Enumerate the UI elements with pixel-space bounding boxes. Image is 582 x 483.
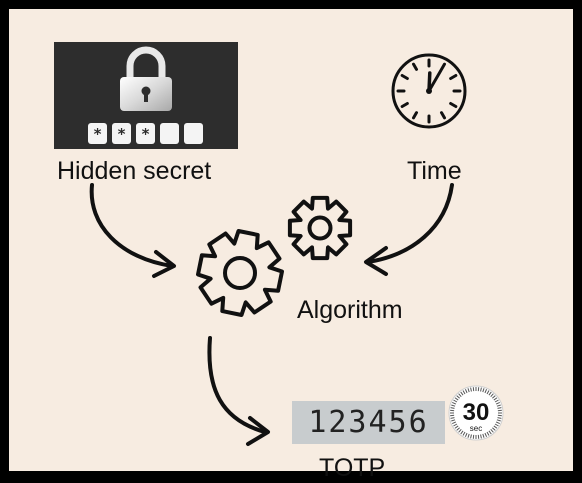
timer-value: 30 [463, 399, 490, 426]
gear-large-hub [225, 258, 255, 288]
timer-unit: sec [470, 424, 482, 433]
algorithm-label: Algorithm [297, 296, 403, 325]
gear-large [198, 231, 282, 315]
totp-display: 123456 [292, 401, 445, 444]
stopwatch-icon: 30 sec [446, 383, 506, 443]
gear-small-hub [310, 218, 331, 239]
gear-small [290, 198, 350, 258]
totp-label: TOTP [319, 454, 385, 483]
totp-code: 123456 [292, 405, 445, 440]
